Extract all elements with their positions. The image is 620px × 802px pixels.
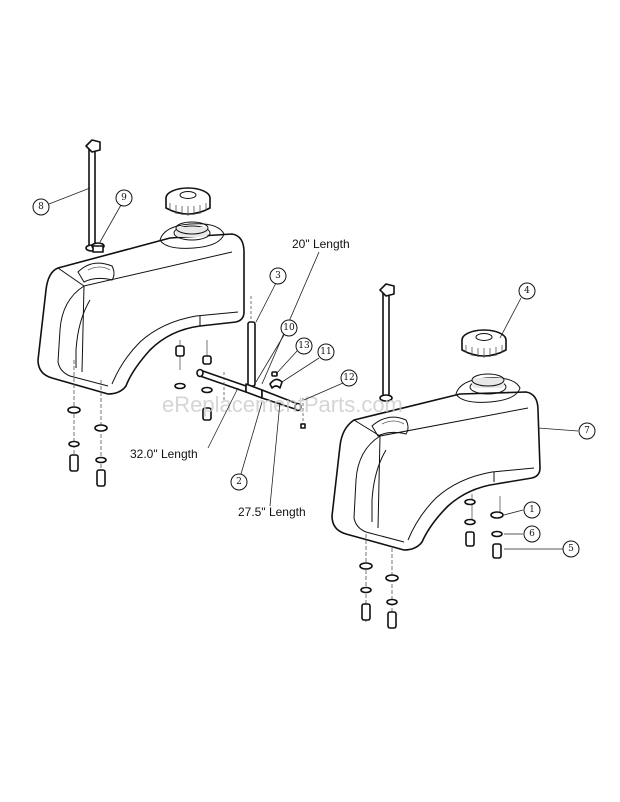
length-label-27: 27.5" Length — [238, 505, 306, 519]
svg-text:11: 11 — [320, 347, 331, 357]
svg-text:13: 13 — [298, 341, 310, 351]
right-fuel-cap — [461, 329, 507, 358]
callout-7: 7 — [578, 422, 596, 440]
svg-text:8: 8 — [38, 202, 44, 212]
callout-4: 4 — [518, 282, 536, 300]
callout-13: 13 — [295, 337, 313, 355]
watermark-text: eReplacementParts.com — [162, 392, 403, 417]
right-fuel-tank — [331, 373, 541, 551]
svg-text:3: 3 — [275, 271, 281, 281]
callout-10: 10 — [280, 319, 298, 337]
length-label-20: 20" Length — [292, 237, 350, 251]
callout-5: 5 — [562, 540, 580, 558]
svg-text:7: 7 — [584, 426, 590, 436]
right-mounting-hardware — [359, 498, 504, 629]
callout-6: 6 — [523, 525, 541, 543]
callout-3: 3 — [269, 267, 287, 285]
callout-leaders — [48, 187, 579, 550]
callout-9: 9 — [115, 189, 133, 207]
fuel-line-assembly — [196, 296, 306, 429]
svg-text:2: 2 — [236, 477, 242, 487]
svg-text:1: 1 — [529, 505, 535, 515]
callout-8: 8 — [32, 198, 50, 216]
left-bushing — [91, 242, 105, 253]
svg-text:10: 10 — [283, 323, 295, 333]
right-pickup-tube — [379, 283, 395, 402]
callout-1: 1 — [523, 501, 541, 519]
svg-text:5: 5 — [568, 544, 574, 554]
svg-text:12: 12 — [343, 373, 354, 383]
svg-text:4: 4 — [524, 286, 530, 296]
svg-text:9: 9 — [121, 193, 127, 203]
length-label-32: 32.0" Length — [130, 447, 198, 461]
left-fuel-tank — [37, 221, 245, 395]
length-labels: 20" Length 32.0" Length 27.5" Length — [130, 237, 350, 519]
left-pickup-tube — [85, 139, 101, 252]
callout-2: 2 — [230, 473, 248, 491]
callout-12: 12 — [340, 369, 358, 387]
left-mounting-hardware — [67, 345, 213, 487]
callout-11: 11 — [317, 343, 335, 361]
left-fuel-cap — [165, 187, 211, 216]
svg-text:6: 6 — [529, 529, 535, 539]
